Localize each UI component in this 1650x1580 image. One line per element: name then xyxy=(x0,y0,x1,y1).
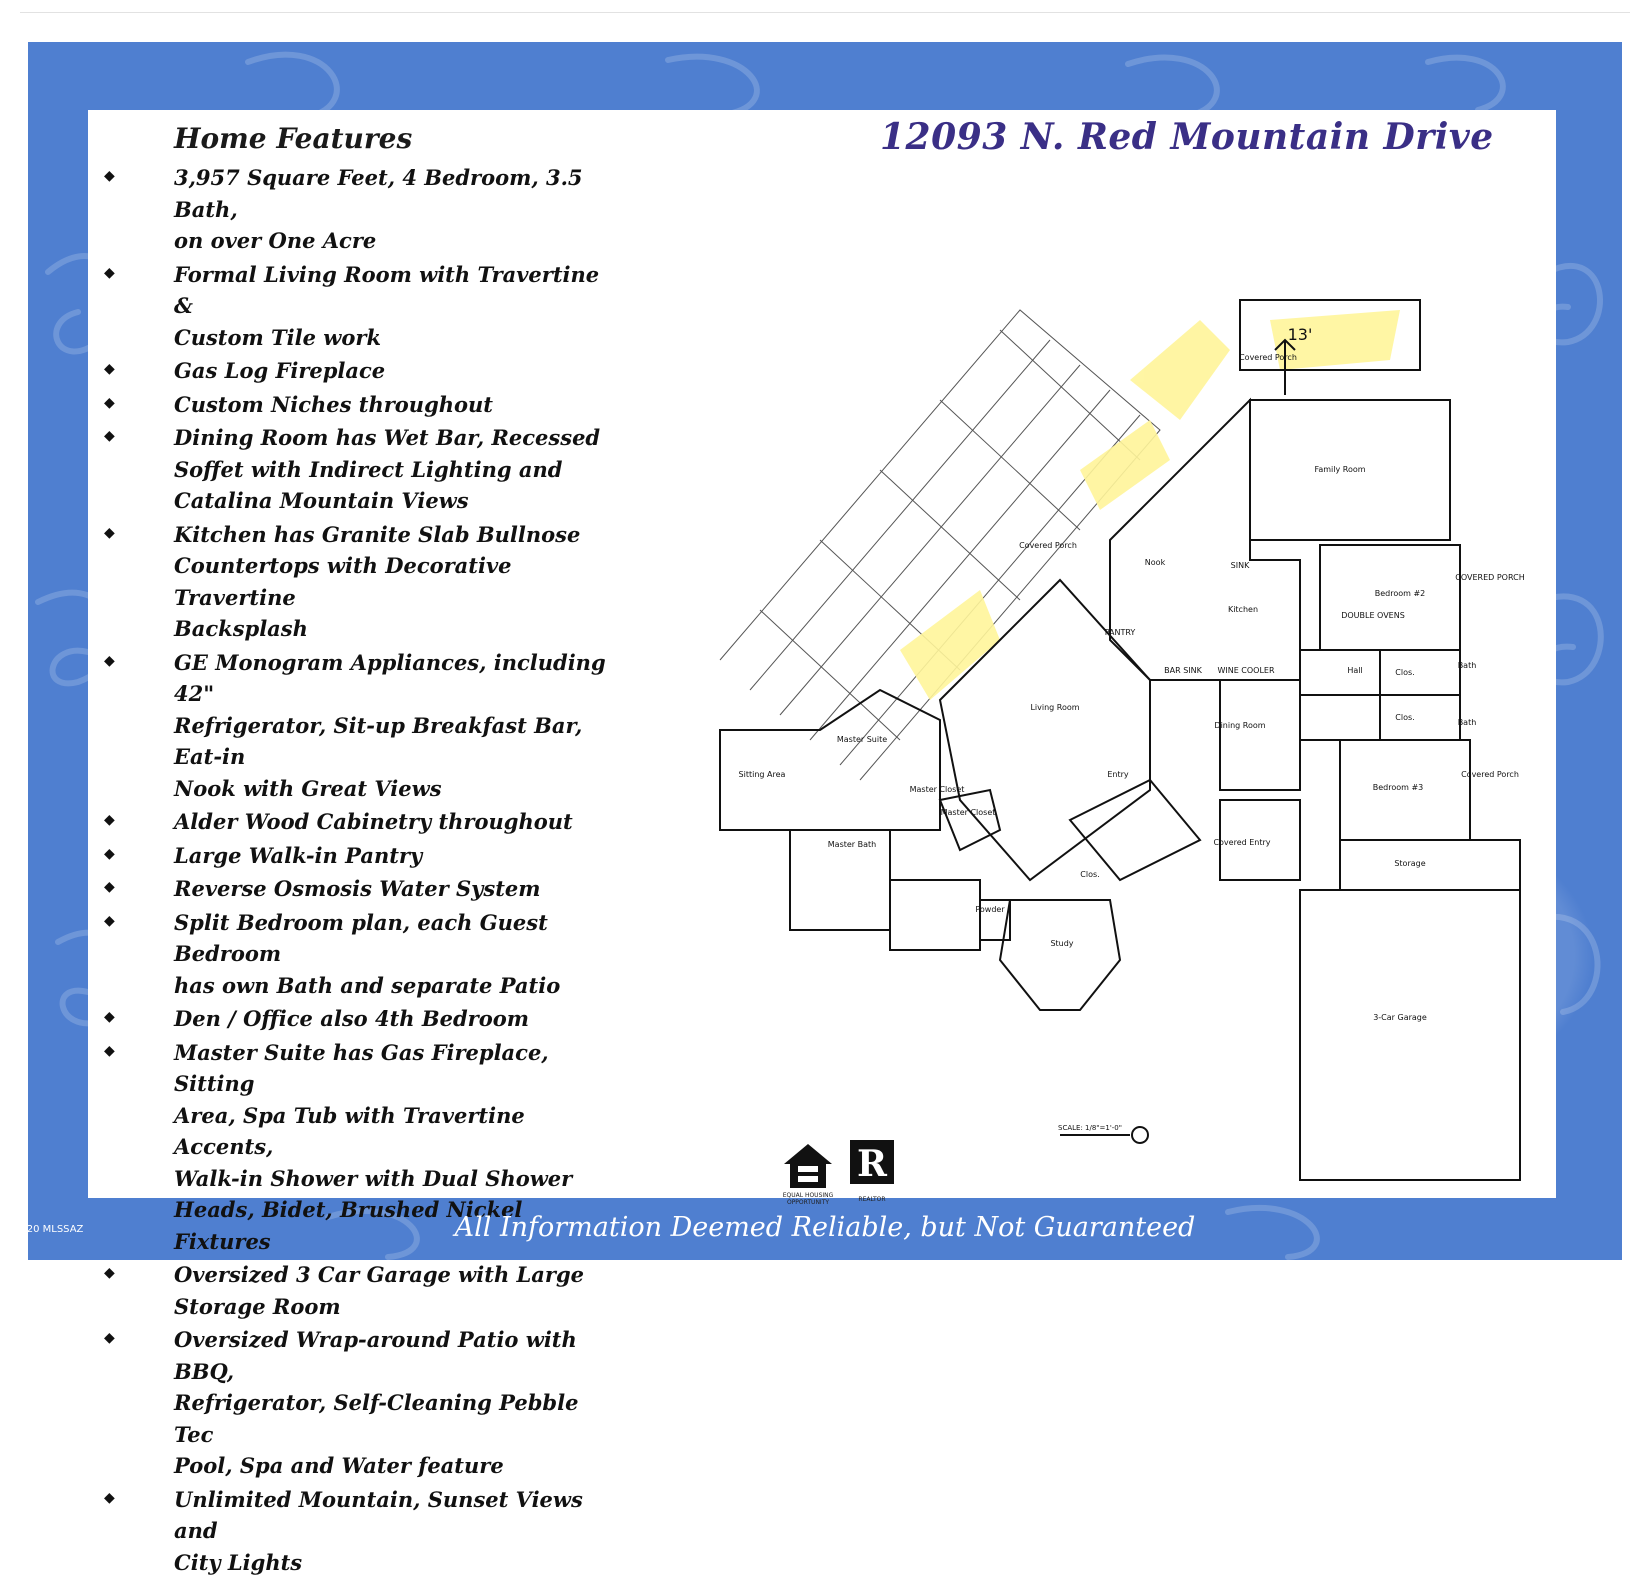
room-label: Bedroom #3 xyxy=(1373,783,1424,792)
room-label: Covered Porch xyxy=(1019,541,1077,550)
equal-housing-opportunity-logo xyxy=(784,1144,832,1188)
room-label: Master Closet xyxy=(941,808,996,817)
list-item: ◆ Kitchen has Granite Slab Bullnose Count… xyxy=(96,519,616,645)
feature-text: Gas Log Fireplace xyxy=(174,358,386,383)
list-item: ◆ Alder Wood Cabinetry throughout xyxy=(96,806,616,838)
feature-text: Formal Living Room with Travertine & Cus… xyxy=(174,261,600,350)
list-item: ◆ Split Bedroom plan, each Guest Bedroom … xyxy=(96,907,616,1002)
room-label: Clos. xyxy=(1395,668,1414,677)
features-heading: Home Features xyxy=(174,122,413,155)
room-label: BAR SINK xyxy=(1164,666,1202,675)
list-item: ◆ Den / Office also 4th Bedroom xyxy=(96,1003,616,1035)
floor-plan: Covered Porch Family Room Nook Covered P… xyxy=(719,299,1525,1181)
feature-text: Master Suite has Gas Fireplace, Sitting … xyxy=(174,1039,573,1254)
room-label: WINE COOLER xyxy=(1217,666,1275,675)
feature-text: Unlimited Mountain, Sunset Views and Cit… xyxy=(174,1486,583,1575)
diamond-bullet-icon: ◆ xyxy=(104,912,115,929)
room-label: Master Bath xyxy=(828,840,876,849)
list-item: ◆ Oversized Wrap-around Patio with BBQ, R… xyxy=(96,1324,616,1482)
room-label: Covered Porch xyxy=(1239,353,1297,362)
equal-housing-text: EQUAL HOUSING OPPORTUNITY xyxy=(782,1192,834,1206)
disclaimer: All Information Deemed Reliable, but Not… xyxy=(454,1212,1196,1243)
feature-text: GE Monogram Appliances, including 42" Re… xyxy=(174,649,606,801)
diamond-bullet-icon: ◆ xyxy=(104,394,115,411)
list-item: ◆ Custom Niches throughout xyxy=(96,389,616,421)
patio-highlights xyxy=(900,310,1400,700)
feature-text: Oversized Wrap-around Patio with BBQ, Re… xyxy=(174,1327,579,1478)
room-label: Master Closet xyxy=(910,785,965,794)
feature-text: Large Walk-in Pantry xyxy=(174,842,423,868)
list-item: ◆ GE Monogram Appliances, including 42" R… xyxy=(96,647,616,805)
room-label: Kitchen xyxy=(1228,605,1258,614)
room-label: Clos. xyxy=(1080,870,1099,879)
room-label: Nook xyxy=(1145,558,1166,567)
list-item: ◆ Dining Room has Wet Bar, Recessed Soffe… xyxy=(96,422,616,517)
room-label: Sitting Area xyxy=(739,770,786,779)
room-label: COVERED PORCH xyxy=(1455,573,1524,582)
room-label: Family Room xyxy=(1314,465,1365,474)
room-label: Storage xyxy=(1394,859,1425,868)
diamond-bullet-icon: ◆ xyxy=(104,845,115,862)
feature-text: Dining Room has Wet Bar, Recessed Soffet… xyxy=(174,425,601,513)
svg-text:R: R xyxy=(857,1143,888,1185)
feature-text: Den / Office also 4th Bedroom xyxy=(174,1006,529,1031)
diamond-bullet-icon: ◆ xyxy=(104,1489,115,1506)
room-label: Entry xyxy=(1107,770,1129,779)
property-address: 12093 N. Red Mountain Drive xyxy=(880,116,1494,158)
room-label: Study xyxy=(1050,939,1073,948)
realtor-logo: R xyxy=(850,1140,894,1185)
list-item: ◆ Reverse Osmosis Water System xyxy=(96,873,616,905)
feature-text: Oversized 3 Car Garage with Large Storag… xyxy=(174,1262,585,1319)
copyright: ©2020 MLSSAZ xyxy=(4,1224,84,1235)
room-label: Dining Room xyxy=(1214,721,1265,730)
content-panel xyxy=(88,110,1556,1198)
diamond-bullet-icon: ◆ xyxy=(104,428,115,444)
room-label: Powder xyxy=(975,905,1005,914)
list-item: ◆ Master Suite has Gas Fireplace, Sitting… xyxy=(96,1037,616,1258)
list-item: ◆ Gas Log Fireplace xyxy=(96,355,616,387)
room-label: Bath xyxy=(1458,718,1477,727)
diamond-bullet-icon: ◆ xyxy=(104,1009,115,1025)
list-item: ◆ Formal Living Room with Travertine & Cu… xyxy=(96,259,616,354)
room-label: Bath xyxy=(1458,661,1477,670)
patio-grid xyxy=(719,309,1161,781)
feature-text: Kitchen has Granite Slab Bullnose Counte… xyxy=(174,521,581,642)
room-label: Bedroom #2 xyxy=(1375,589,1426,598)
room-label: Covered Entry xyxy=(1213,838,1270,847)
room-label: Hall xyxy=(1347,666,1362,675)
feature-text: Custom Niches throughout xyxy=(174,391,493,417)
diamond-bullet-icon: ◆ xyxy=(104,1042,115,1059)
room-label: Covered Porch xyxy=(1461,770,1519,779)
feature-text: Alder Wood Cabinetry throughout xyxy=(174,809,573,834)
realtor-text: REALTOR xyxy=(858,1196,886,1203)
room-label: Clos. xyxy=(1395,713,1414,722)
diamond-bullet-icon: ◆ xyxy=(104,1330,115,1346)
list-item: ◆ Large Walk-in Pantry xyxy=(96,840,616,872)
list-item: ◆ Oversized 3 Car Garage with Large Stora… xyxy=(96,1259,616,1322)
diamond-bullet-icon: ◆ xyxy=(104,524,115,541)
feature-text: 3,957 Square Feet, 4 Bedroom, 3.5 Bath, … xyxy=(174,165,583,253)
room-label: SINK xyxy=(1231,561,1250,570)
diamond-bullet-icon: ◆ xyxy=(104,879,115,895)
features-list: ◆ 3,957 Square Feet, 4 Bedroom, 3.5 Bath,… xyxy=(96,162,616,1580)
list-item: ◆ Unlimited Mountain, Sunset Views and Ci… xyxy=(96,1484,616,1579)
room-label: PANTRY xyxy=(1105,628,1136,637)
diamond-bullet-icon: ◆ xyxy=(104,812,115,828)
scale-note: SCALE: 1/8"=1'-0" xyxy=(1058,1124,1122,1132)
room-label: Master Suite xyxy=(837,735,887,744)
diamond-bullet-icon: ◆ xyxy=(104,1265,115,1281)
dimension-label: 13' xyxy=(1288,325,1313,344)
diamond-bullet-icon: ◆ xyxy=(104,168,115,184)
room-label: Living Room xyxy=(1030,703,1079,712)
diamond-bullet-icon: ◆ xyxy=(104,652,115,669)
top-rule xyxy=(20,12,1630,13)
feature-text: Reverse Osmosis Water System xyxy=(174,876,541,901)
diamond-bullet-icon: ◆ xyxy=(104,361,115,377)
feature-text: Split Bedroom plan, each Guest Bedroom h… xyxy=(174,909,561,998)
diamond-bullet-icon: ◆ xyxy=(104,264,115,281)
list-item: ◆ 3,957 Square Feet, 4 Bedroom, 3.5 Bath,… xyxy=(96,162,616,257)
room-label: 3-Car Garage xyxy=(1373,1013,1427,1022)
room-label: DOUBLE OVENS xyxy=(1341,611,1405,620)
